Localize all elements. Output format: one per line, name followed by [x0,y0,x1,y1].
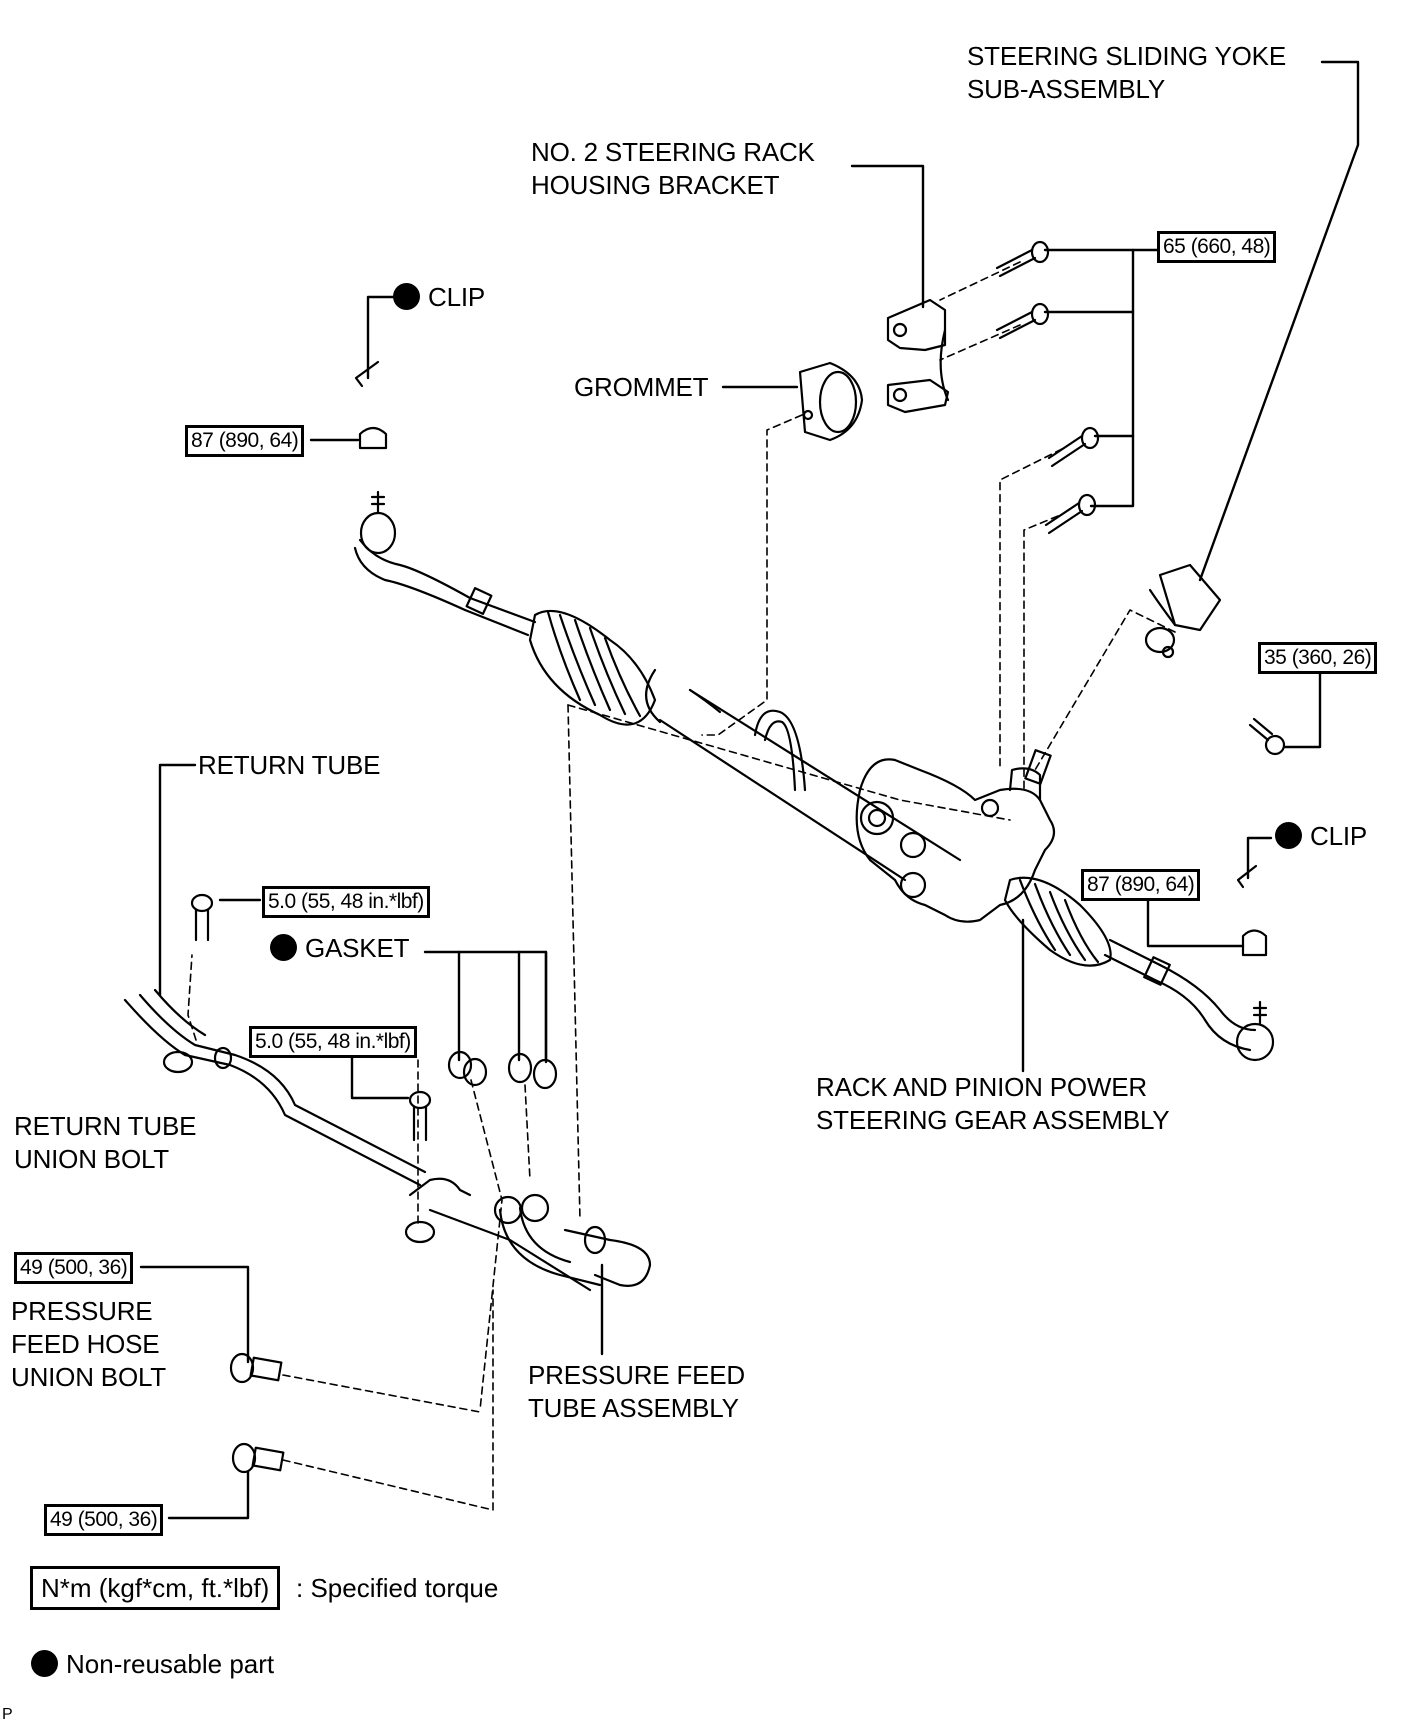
rack-housing [353,490,1275,1062]
label-line: PRESSURE [11,1296,153,1326]
non-reusable-icon [1275,822,1302,849]
torque-union-bolt-upper: 49 (500, 36) [14,1252,134,1284]
label-line: PRESSURE FEED [528,1360,746,1390]
leader-return-tube [158,763,197,997]
label-line: SUB-ASSEMBLY [967,74,1165,104]
leader-nut-right [1146,899,1245,948]
leader-yoke-bolt [1283,670,1322,749]
leader-lines [139,60,1360,1520]
label-line: TUBE ASSEMBLY [528,1393,739,1423]
label-bracket: NO. 2 STEERING RACK HOUSING BRACKET [531,136,815,202]
leader-49-upper [139,1265,250,1364]
tubes [123,988,652,1292]
corner-code: P [2,1706,13,1723]
label-rack-pinion: RACK AND PINION POWER STEERING GEAR ASSE… [816,1071,1170,1137]
bracket-part [886,298,950,414]
alignment-lines [187,261,1176,1511]
label-line: RETURN TUBE [14,1111,197,1141]
leader-bolt4 [1089,248,1135,508]
leader-clip-right [1246,836,1273,880]
label-line: NO. 2 STEERING RACK [531,137,815,167]
torque-bracket-bolts: 65 (660, 48) [1157,231,1277,263]
nuts-clips [354,360,1268,957]
torque-yoke-bolt: 35 (360, 26) [1258,642,1378,674]
return-tube-bolts [190,893,432,1142]
label-pressure-feed-hose-union-bolt: PRESSURE FEED HOSE UNION BOLT [11,1295,166,1394]
label-line: UNION BOLT [11,1362,166,1392]
legend-non-reusable: Non-reusable part [31,1647,274,1681]
leader-bracket [850,164,925,309]
label-line: FEED HOSE [11,1329,160,1359]
leader-clip-left [366,295,395,380]
gasket-text: GASKET [305,933,410,963]
label-return-tube-union-bolt: RETURN TUBE UNION BOLT [14,1110,196,1176]
torque-union-bolt-lower: 49 (500, 36) [44,1504,164,1536]
gaskets [447,1050,558,1090]
sliding-yoke-part [1144,563,1222,659]
label-clip-right: CLIP [1275,820,1367,853]
torque-return-bolt-upper: 5.0 (55, 48 in.*lbf) [262,886,430,918]
label-clip-left: CLIP [393,281,485,314]
torque-tie-rod-nut-left: 87 (890, 64) [185,425,305,457]
label-line: STEERING SLIDING YOKE [967,41,1286,71]
label-line: HOUSING BRACKET [531,170,780,200]
label-sliding-yoke: STEERING SLIDING YOKE SUB-ASSEMBLY [967,40,1286,106]
torque-return-bolt-lower: 5.0 (55, 48 in.*lbf) [249,1026,417,1058]
label-grommet: GROMMET [574,372,709,402]
label-gasket: GASKET [270,932,409,965]
torque-tie-rod-nut-right: 87 (890, 64) [1081,869,1201,901]
legend-non-reusable-text: Non-reusable part [66,1649,275,1679]
label-line: UNION BOLT [14,1144,169,1174]
clip-text: CLIP [1310,821,1368,851]
union-bolts [229,1352,285,1474]
yoke-bolt [1248,717,1286,756]
legend-torque-desc: : Specified torque [296,1573,499,1603]
non-reusable-icon [393,283,420,310]
grommet-part [798,361,864,442]
clip-text: CLIP [428,282,486,312]
label-line: RACK AND PINION POWER [816,1072,1147,1102]
non-reusable-icon [31,1650,58,1677]
label-pressure-feed-tube: PRESSURE FEED TUBE ASSEMBLY [528,1359,745,1425]
label-return-tube: RETURN TUBE [198,750,381,780]
leader-gasket-1 [423,950,548,1064]
non-reusable-icon [270,934,297,961]
label-line: STEERING GEAR ASSEMBLY [816,1105,1170,1135]
legend-torque-unit: N*m (kgf*cm, ft.*lbf) [30,1566,281,1610]
leader-sliding-yoke [1198,60,1360,582]
bracket-bolts [995,240,1100,535]
leader-49-lower [167,1470,250,1520]
leader-5-lower [350,1056,410,1100]
